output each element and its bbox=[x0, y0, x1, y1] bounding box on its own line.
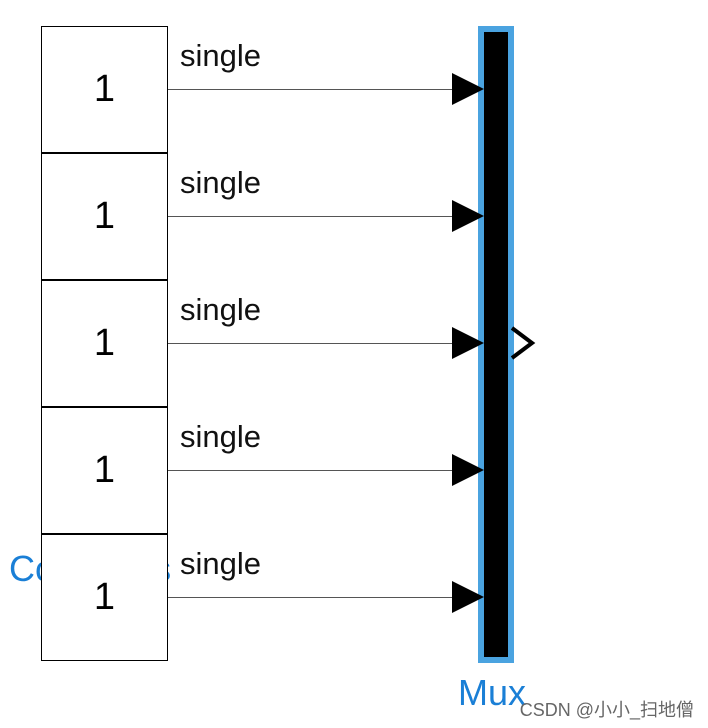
constant-block-1[interactable]: 1 bbox=[41, 26, 168, 153]
constant-block-5[interactable]: 1 bbox=[41, 534, 168, 661]
constant-block-2[interactable]: 1 bbox=[41, 153, 168, 280]
constant-value: 1 bbox=[93, 449, 116, 491]
signal-line-2[interactable] bbox=[168, 216, 456, 217]
signal-type-label-5: single bbox=[180, 546, 261, 581]
signal-line-5[interactable] bbox=[168, 597, 456, 598]
mux-input-arrow-1 bbox=[452, 73, 484, 105]
signal-line-4[interactable] bbox=[168, 470, 456, 471]
mux-input-arrow-4 bbox=[452, 454, 484, 486]
mux-input-arrow-2 bbox=[452, 200, 484, 232]
watermark: CSDN @小小_扫地僧 bbox=[519, 700, 694, 720]
mux-input-arrow-5 bbox=[452, 581, 484, 613]
signal-line-1[interactable] bbox=[168, 89, 456, 90]
constant-value: 1 bbox=[93, 576, 116, 618]
constant-block-3[interactable]: 1 bbox=[41, 280, 168, 407]
constant-value: 1 bbox=[93, 322, 116, 364]
mux-output-port-icon[interactable] bbox=[508, 325, 538, 361]
mux-block-label[interactable]: Mux bbox=[458, 672, 527, 713]
mux-block[interactable] bbox=[484, 32, 508, 657]
signal-line-3[interactable] bbox=[168, 343, 456, 344]
constant-block-4[interactable]: 1 bbox=[41, 407, 168, 534]
signal-type-label-3: single bbox=[180, 292, 261, 327]
signal-type-label-1: single bbox=[180, 38, 261, 73]
mux-input-arrow-3 bbox=[452, 327, 484, 359]
signal-type-label-2: single bbox=[180, 165, 261, 200]
constant-value: 1 bbox=[93, 195, 116, 237]
signal-type-label-4: single bbox=[180, 419, 261, 454]
constant-value: 1 bbox=[93, 68, 116, 110]
